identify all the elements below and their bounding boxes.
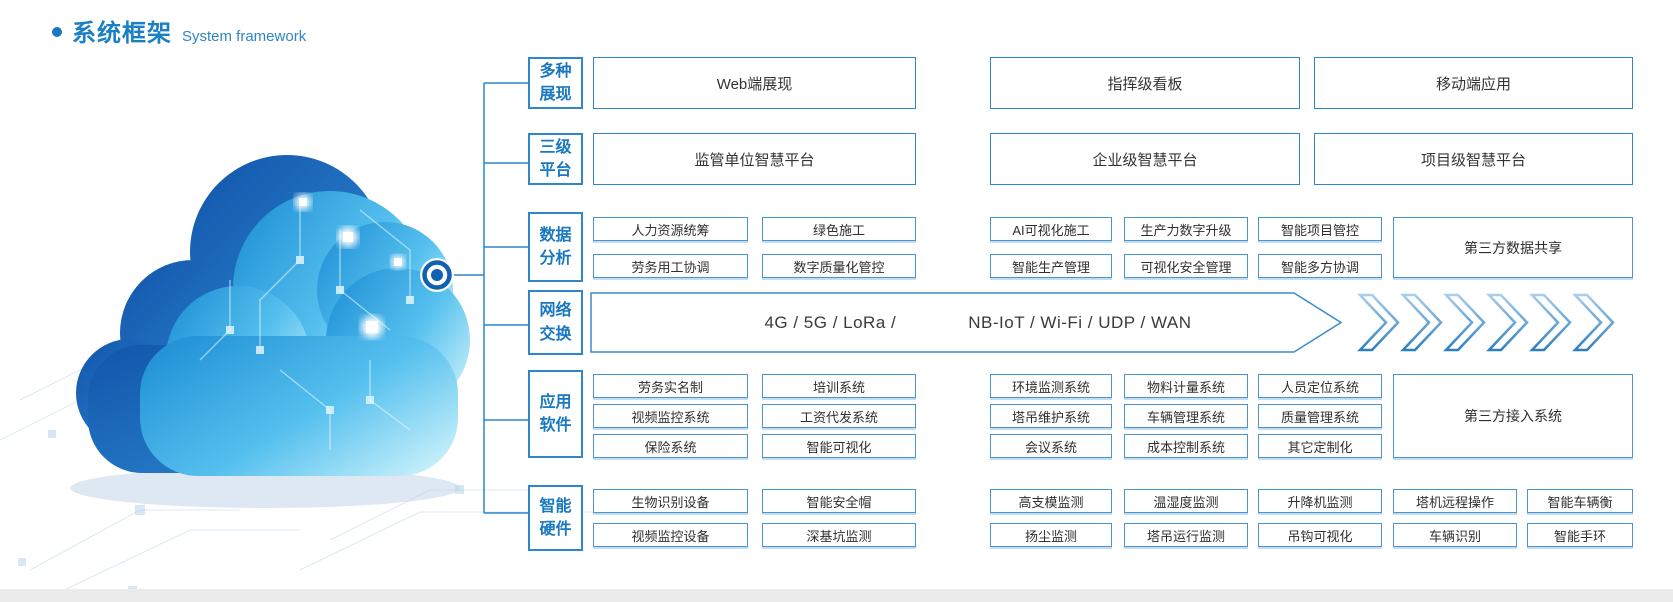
item-box: 绿色施工: [762, 217, 916, 241]
item-box: 数字质量化管控: [762, 254, 916, 278]
big-box: Web端展现: [593, 57, 916, 109]
item-box: 智能可视化: [762, 434, 916, 458]
cloud-front: [140, 191, 470, 476]
item-box: 智能项目管控: [1258, 217, 1382, 241]
category-box-network: 网络 交换: [528, 290, 583, 355]
big-box: 项目级智慧平台: [1314, 133, 1633, 185]
cloud-connector-dot-icon: [420, 258, 454, 292]
big-box: 指挥级看板: [990, 57, 1300, 109]
item-box: 人力资源统筹: [593, 217, 748, 241]
big-box: 监管单位智慧平台: [593, 133, 916, 185]
category-box-software: 应用 软件: [528, 370, 583, 458]
item-box: 质量管理系统: [1258, 404, 1382, 428]
item-box: 智能多方协调: [1258, 254, 1382, 278]
chevron-arrows-icon: [1357, 293, 1615, 352]
item-box: 高支模监测: [990, 489, 1112, 513]
category-label: 三级 平台: [539, 138, 572, 179]
item-box: 智能手环: [1527, 523, 1633, 547]
item-box: 车辆识别: [1393, 523, 1517, 547]
category-label: 数据 分析: [539, 226, 572, 267]
item-box: 保险系统: [593, 434, 748, 458]
item-box: 劳务用工协调: [593, 254, 748, 278]
item-box: 劳务实名制: [593, 374, 748, 398]
category-box-presentation: 多种 展现: [528, 57, 583, 109]
item-box: 工资代发系统: [762, 404, 916, 428]
item-box: 温湿度监测: [1124, 489, 1248, 513]
item-box: 其它定制化: [1258, 434, 1382, 458]
item-box: 智能车辆衡: [1527, 489, 1633, 513]
item-box: 视频监控设备: [593, 523, 748, 547]
cloud-shadow: [70, 468, 460, 508]
title-en: System framework: [182, 28, 307, 45]
page-title: 系统框架 System framework: [52, 13, 306, 48]
tree-lines: [449, 82, 528, 514]
network-bar: [590, 292, 1343, 353]
item-box: 可视化安全管理: [1124, 254, 1248, 278]
item-box: 吊钩可视化: [1258, 523, 1382, 547]
category-label: 多种 展现: [539, 62, 572, 103]
category-box-data-analysis: 数据 分析: [528, 212, 583, 282]
shared-box-third-party-access: 第三方接入系统: [1393, 374, 1633, 458]
category-box-platform: 三级 平台: [528, 133, 583, 185]
item-box: 视频监控系统: [593, 404, 748, 428]
network-protocols-left: 4G / 5G / LoRa /: [764, 312, 897, 332]
category-label: 应用 软件: [539, 393, 572, 434]
cloud-glow-dots: [295, 194, 405, 338]
item-box: 人员定位系统: [1258, 374, 1382, 398]
item-box: 生物识别设备: [593, 489, 748, 513]
item-box: 塔吊维护系统: [990, 404, 1112, 428]
bottom-strip: [0, 589, 1673, 602]
cloud-circuit-nodes: [226, 256, 414, 414]
title-bullet-icon: [52, 27, 62, 37]
network-bar-text: 4G / 5G / LoRa / NB-IoT / Wi-Fi / UDP / …: [591, 293, 1295, 352]
item-box: 车辆管理系统: [1124, 404, 1248, 428]
item-box: 物料计量系统: [1124, 374, 1248, 398]
network-protocols-right: NB-IoT / Wi-Fi / UDP / WAN: [968, 312, 1192, 332]
shared-box-third-party-data: 第三方数据共享: [1393, 217, 1633, 278]
cloud-illustration: [0, 155, 600, 595]
big-box: 移动端应用: [1314, 57, 1633, 109]
category-label: 智能 硬件: [539, 497, 572, 538]
item-box: 扬尘监测: [990, 523, 1112, 547]
title-zh: 系统框架: [72, 20, 172, 47]
item-box: 培训系统: [762, 374, 916, 398]
item-box: 智能生产管理: [990, 254, 1112, 278]
item-box: 智能安全帽: [762, 489, 916, 513]
item-box: 塔吊运行监测: [1124, 523, 1248, 547]
item-box: 生产力数字升级: [1124, 217, 1248, 241]
item-box: 升降机监测: [1258, 489, 1382, 513]
category-box-hardware: 智能 硬件: [528, 485, 583, 551]
big-box: 企业级智慧平台: [990, 133, 1300, 185]
item-box: 深基坑监测: [762, 523, 916, 547]
item-box: 环境监测系统: [990, 374, 1112, 398]
item-box: 成本控制系统: [1124, 434, 1248, 458]
item-box: AI可视化施工: [990, 217, 1112, 241]
item-box: 塔机远程操作: [1393, 489, 1517, 513]
category-label: 网络 交换: [539, 302, 572, 343]
item-box: 会议系统: [990, 434, 1112, 458]
